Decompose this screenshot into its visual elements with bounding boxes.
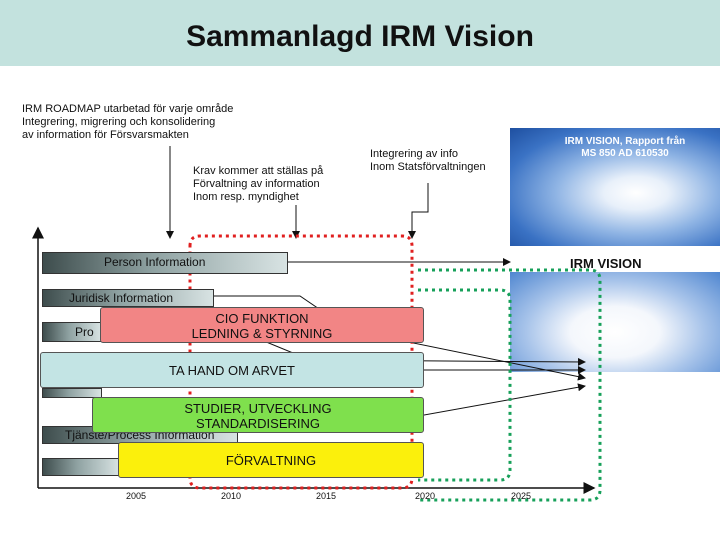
integrering-arrow	[408, 183, 429, 239]
vision-sky-image: IRM VISION, Rapport från MS 850 AD 61053…	[510, 128, 720, 246]
forvaltning-box: FÖRVALTNING	[118, 442, 424, 478]
hidden-information-bar	[42, 388, 102, 398]
krav-note: Krav kommer att ställas på Förvaltning a…	[193, 165, 324, 203]
cio-funktion-box: CIO FUNKTION LEDNING & STYRNING	[100, 307, 424, 343]
year-2015: 2015	[316, 491, 337, 501]
pro-information-label: Pro	[75, 325, 94, 339]
studier-box: STUDIER, UTVECKLING STANDARDISERING	[92, 397, 424, 433]
person-information-label: Person Information	[104, 255, 206, 269]
integrering-note: Integrering av info Inom Statsförvaltnin…	[370, 148, 486, 173]
green-dotted-inner	[418, 288, 512, 482]
title-bar	[0, 0, 720, 66]
year-2020: 2020	[415, 491, 436, 501]
page-title: Sammanlagd IRM Vision	[186, 20, 534, 53]
year-2010: 2010	[221, 491, 242, 501]
roadmap-note: IRM ROADMAP utarbetad för varje område I…	[22, 103, 234, 141]
ta-hand-om-arvet-box: TA HAND OM ARVET	[40, 352, 424, 388]
clouds-image	[510, 272, 720, 372]
juridisk-information-label: Juridisk Information	[69, 291, 174, 305]
person-information-bar: Person Information	[42, 252, 288, 274]
pro-information-bar: Pro	[42, 322, 102, 342]
year-2005: 2005	[126, 491, 147, 501]
green-dotted-outer	[418, 268, 602, 502]
year-2025: 2025	[511, 491, 532, 501]
juridisk-information-bar: Juridisk Information	[42, 289, 214, 307]
vision-image-caption: IRM VISION, Rapport från MS 850 AD 61053…	[564, 136, 686, 159]
lower-information-bar	[42, 458, 120, 476]
vision-label: IRM VISION	[570, 256, 642, 271]
